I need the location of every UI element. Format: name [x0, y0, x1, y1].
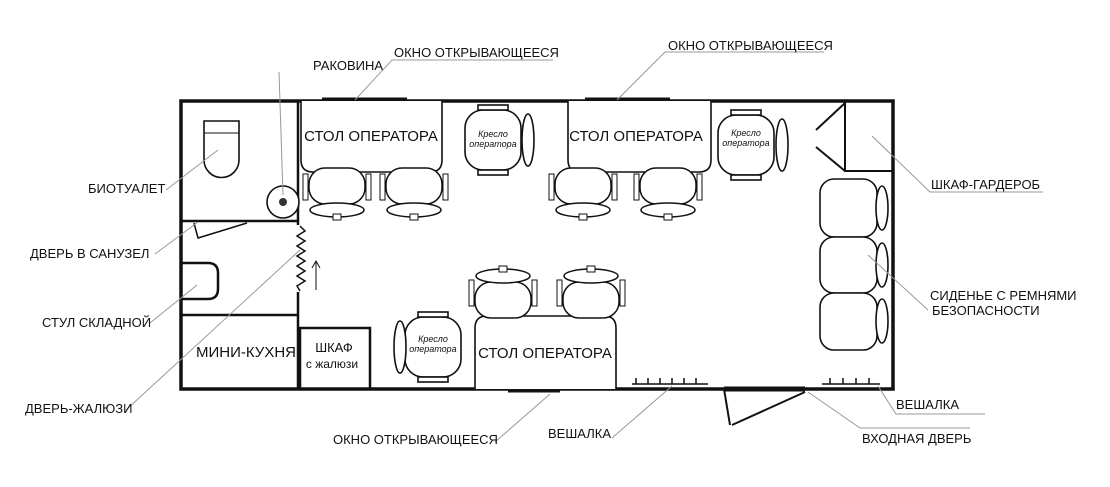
svg-text:Кресло: Кресло	[731, 128, 761, 138]
svg-text:Кресло: Кресло	[478, 129, 508, 139]
cabinet-label-2: с жалюзи	[306, 357, 358, 371]
label-toilet: БИОТУАЛЕТ	[88, 181, 165, 196]
svg-text:СТОЛ ОПЕРАТОРА: СТОЛ ОПЕРАТОРА	[304, 128, 438, 145]
entrance-door	[723, 386, 806, 426]
desk-chair	[302, 167, 372, 221]
hanger	[822, 378, 880, 385]
windows	[322, 97, 670, 393]
desk-chair	[548, 167, 618, 221]
leader-lines	[125, 51, 1043, 443]
label-window-top-right: ОКНО ОТКРЫВАЮЩЕЕСЯ	[668, 38, 833, 53]
operator-chair: Кресло оператора	[464, 104, 535, 176]
svg-text:СТОЛ ОПЕРАТОРА: СТОЛ ОПЕРАТОРА	[569, 128, 703, 145]
accordion-door	[295, 225, 307, 292]
label-window-bottom: ОКНО ОТКРЫВАЮЩЕЕСЯ	[333, 432, 498, 447]
hanger	[632, 378, 708, 385]
operator-desk: СТОЛ ОПЕРАТОРА	[567, 101, 712, 173]
label-window-top-left: ОКНО ОТКРЫВАЮЩЕЕСЯ	[394, 45, 559, 60]
label-folding-chair: СТУЛ СКЛАДНОЙ	[42, 315, 151, 330]
operator-desk: СТОЛ ОПЕРАТОРА	[300, 101, 443, 173]
label-entrance-door: ВХОДНАЯ ДВЕРЬ	[862, 431, 971, 446]
svg-text:оператора: оператора	[409, 344, 456, 354]
label-sink: РАКОВИНА	[313, 58, 383, 73]
toilet-icon	[203, 120, 240, 179]
cabinet-label-1: ШКАФ	[315, 340, 353, 355]
label-hanger-right: ВЕШАЛКА	[896, 397, 959, 412]
folding-chair	[181, 261, 220, 301]
operator-desk: СТОЛ ОПЕРАТОРА	[474, 315, 617, 389]
label-seats-2: БЕЗОПАСНОСТИ	[932, 303, 1040, 318]
desk-chair	[633, 167, 703, 221]
safety-seats	[819, 178, 889, 351]
label-seats-1: СИДЕНЬЕ С РЕМНЯМИ	[930, 288, 1077, 303]
chairs	[302, 167, 703, 319]
operator-chair: Кресло оператора	[717, 109, 789, 181]
svg-text:оператора: оператора	[469, 139, 516, 149]
svg-text:СТОЛ ОПЕРАТОРА: СТОЛ ОПЕРАТОРА	[478, 345, 612, 362]
arrow-icon	[311, 259, 321, 290]
operator-chair: Кресло оператора	[393, 311, 462, 383]
svg-text:оператора: оператора	[722, 138, 769, 148]
label-wardrobe: ШКАФ-ГАРДЕРОБ	[931, 177, 1040, 192]
desk-chair	[379, 167, 449, 221]
desk-chair	[556, 265, 626, 319]
bathroom-door	[193, 222, 248, 239]
label-blind-door: ДВЕРЬ-ЖАЛЮЗИ	[25, 401, 133, 416]
wardrobe	[815, 101, 893, 172]
kitchen-label: МИНИ-КУХНЯ	[196, 344, 296, 361]
label-hanger-left: ВЕШАЛКА	[548, 426, 611, 441]
svg-text:Кресло: Кресло	[418, 334, 448, 344]
label-bathroom-door: ДВЕРЬ В САНУЗЕЛ	[30, 246, 149, 261]
desk-chair	[468, 265, 538, 319]
